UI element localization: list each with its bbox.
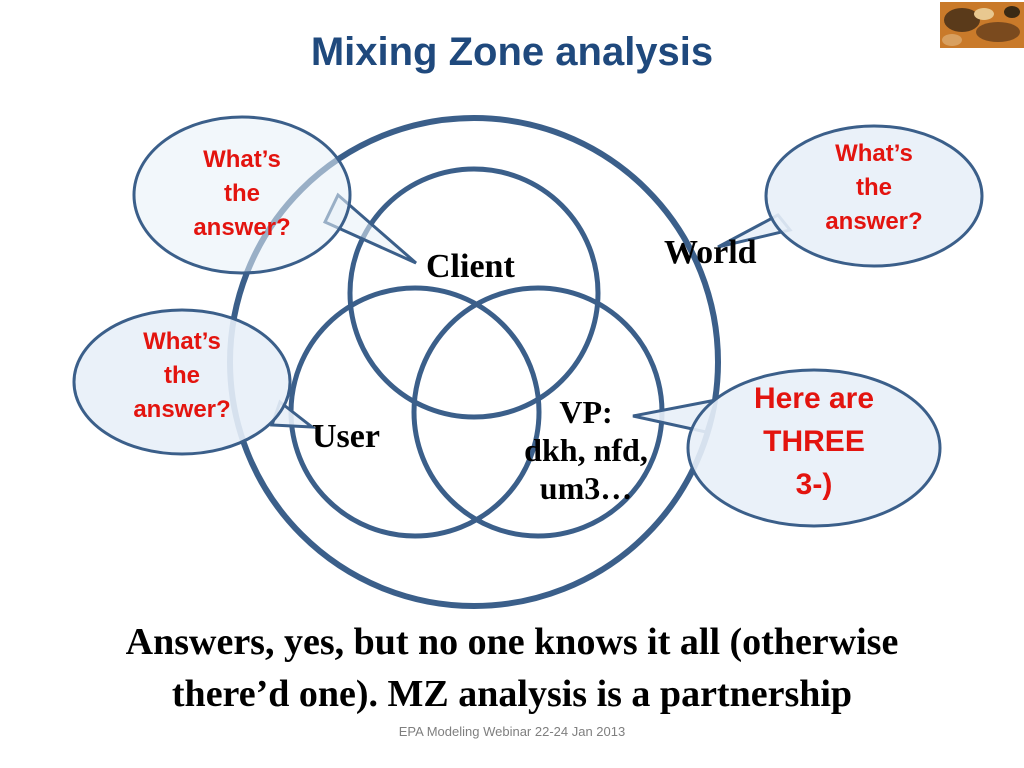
footer-text: EPA Modeling Webinar 22-24 Jan 2013 [398, 724, 626, 739]
client-label: Client [426, 248, 515, 285]
bubble-mid-right [632, 368, 942, 528]
bubble-top-right-text: What’s the answer? [825, 140, 923, 235]
user-label: User [312, 418, 380, 455]
bubble-top-right [717, 124, 984, 268]
conclusion-text: Answers, yes, but no one knows it all (o… [125, 621, 899, 715]
slide-title: Mixing Zone analysis [310, 30, 714, 74]
corner-photo [940, 2, 1024, 48]
bubble-top-left-text: What’s the answer? [193, 146, 291, 241]
bubble-mid-left [72, 308, 317, 456]
bubble-top-left [132, 115, 417, 275]
vp-label: VP: dkh, nfd, um3… [524, 394, 648, 506]
world-label: World [664, 234, 757, 271]
client-circle [347, 166, 601, 420]
bubble-mid-left-text: What’s the answer? [133, 328, 231, 423]
bubble-mid-right-text: Here are THREE 3-) [753, 382, 875, 501]
